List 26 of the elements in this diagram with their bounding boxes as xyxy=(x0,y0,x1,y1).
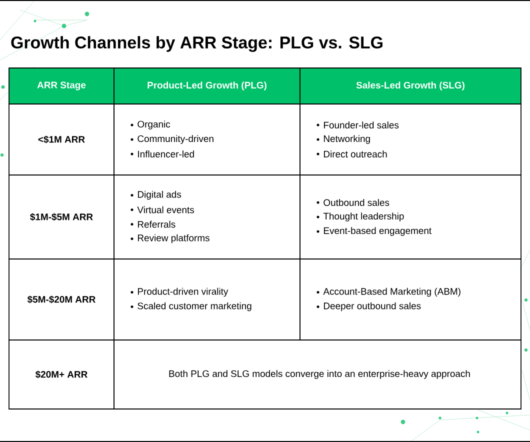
bullet-item: Account-Based Marketing (ABM) xyxy=(316,288,460,297)
stage-label: $1M-$5M ARR xyxy=(30,213,93,221)
bullet-item: Deeper outbound sales xyxy=(316,302,421,312)
bullet-item: Influencer-led xyxy=(130,150,194,158)
bullet-item: Referrals xyxy=(130,220,176,228)
bullet-item: Product-driven virality xyxy=(130,288,228,297)
header-cell: ARR Stage xyxy=(8,68,114,104)
bullet-item: Scaled customer marketing xyxy=(130,302,252,312)
bullet-item: Thought leadership xyxy=(316,212,404,222)
bullet-item: Virtual events xyxy=(130,206,194,214)
header-cell: Product-Led Growth (PLG) xyxy=(114,68,300,104)
bullet-item: Outbound sales xyxy=(316,199,390,206)
bullet-item: Community-driven xyxy=(130,135,214,144)
stage-label: $20M+ ARR xyxy=(35,370,88,378)
bullet-item: Direct outreach xyxy=(316,150,387,158)
bullet-item: Organic xyxy=(130,120,170,130)
bullet-item: Review platforms xyxy=(130,234,210,244)
bullet-item: Networking xyxy=(316,135,370,144)
bullet-item: Digital ads xyxy=(130,190,182,200)
header-cell: Sales-Led Growth (SLG) xyxy=(300,68,522,104)
bullet-item: Event-based engagement xyxy=(316,227,432,236)
stage-label: $5M-$20M ARR xyxy=(27,296,96,304)
stage-label: <$1M ARR xyxy=(38,136,85,144)
summary-text: Both PLG and SLG models converge into an enterprise-heavy approach xyxy=(169,370,470,379)
bullet-item: Founder-led sales xyxy=(316,122,399,128)
title: Growth Channels by ARR Stage: PLG vs. SLG xyxy=(11,36,382,52)
